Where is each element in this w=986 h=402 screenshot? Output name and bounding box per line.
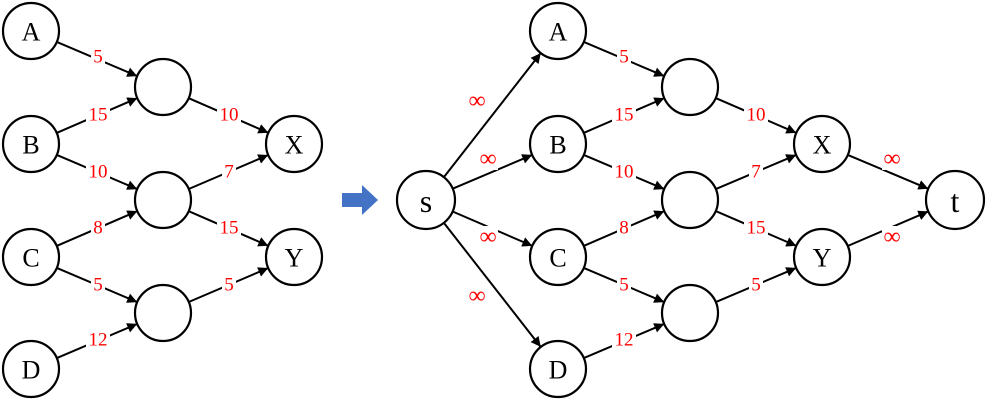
- right-graph-node-label-t: t: [951, 183, 960, 219]
- left-graph-node-d: [1, 339, 61, 399]
- right-graph-edge-weight-b-to-m2: 10: [615, 162, 634, 183]
- right-graph-edge-weight-c-to-m2: 8: [619, 218, 629, 239]
- left-graph-node-label-c: C: [22, 244, 39, 273]
- right-graph-node-m3: [660, 283, 720, 343]
- left-graph-edge-weight-m2-to-x: 7: [224, 162, 234, 183]
- right-graph-node-label-b: B: [549, 131, 566, 160]
- right-graph-edge-label-background: [744, 104, 768, 126]
- right-graph-edge-x-to-t: [847, 153, 929, 190]
- left-graph-node-m2: [133, 170, 193, 230]
- right-graph-node-label-d: D: [549, 356, 568, 385]
- right-graph-node-d: [528, 339, 588, 399]
- right-graph-edge-weight-d-to-m3: 12: [615, 330, 634, 351]
- right-graph-edge-weight-s-to-d: ∞: [468, 283, 485, 309]
- right-graph-edge-label-background: [749, 161, 763, 183]
- right-graph-edge-weight-s-to-b: ∞: [479, 146, 496, 172]
- right-graph-node-c: [528, 227, 588, 287]
- right-graph-node-x: [792, 114, 852, 174]
- left-graph-edge-label-background: [91, 46, 105, 68]
- right-graph-edge-label-background: [612, 161, 636, 183]
- right-graph-edge-weight-m2-to-x: 7: [751, 162, 761, 183]
- left-graph-edge-label-background: [91, 217, 105, 239]
- left-graph-node-m3: [133, 283, 193, 343]
- right-graph-edge-weight-s-to-c: ∞: [479, 224, 496, 250]
- right-graph-edge-weight-m2-to-y: 15: [747, 218, 766, 239]
- right-graph: ∞ ∞ ∞ ∞ 5 15 10 8 5 12 10 7 15 5 ∞ ∞ s A B C D X Yt: [395, 1, 986, 399]
- right-graph-edge-weight-b-to-m1: 15: [615, 105, 634, 126]
- right-graph-node-m2: [660, 170, 720, 230]
- left-graph-node-c: [1, 227, 61, 287]
- right-graph-node-b: [528, 114, 588, 174]
- right-graph-edge-label-background: [617, 46, 631, 68]
- right-graph-edge-s-to-d: [443, 222, 541, 347]
- right-graph-edge-label-background: [882, 226, 902, 248]
- right-arrow-icon: [342, 185, 378, 215]
- right-graph-edge-label-background: [882, 148, 902, 170]
- right-graph-edge-label-background: [467, 285, 487, 307]
- right-graph-edge-weight-m3-to-y: 5: [751, 275, 761, 296]
- left-graph-edge-label-background: [86, 161, 110, 183]
- right-graph-node-label-y: Y: [813, 244, 832, 273]
- left-graph-edges: 5 15 10 8 5 12 10 7 15 5: [56, 40, 269, 360]
- left-graph: 5 15 10 8 5 12 10 7 15 5 A B C D X Y: [1, 1, 324, 399]
- right-graph-edge-weight-s-to-a: ∞: [468, 88, 485, 114]
- left-graph-nodes: A B C D X Y: [1, 1, 324, 399]
- right-graph-edge-s-to-a: [443, 53, 541, 178]
- right-graph-node-y: [792, 227, 852, 287]
- right-graph-edge-label-background: [478, 226, 498, 248]
- right-graph-edge-weight-c-to-m3: 5: [619, 275, 629, 296]
- left-graph-edge-weight-m3-to-y: 5: [224, 275, 234, 296]
- left-graph-edge-weight-b-to-m2: 10: [89, 162, 108, 183]
- left-graph-edge-weight-m2-to-y: 15: [220, 218, 239, 239]
- left-graph-node-y: [264, 227, 324, 287]
- right-graph-edges: ∞ ∞ ∞ ∞ 5 15 10 8 5 12 10 7 15 5 ∞ ∞: [443, 40, 929, 360]
- left-graph-node-label-x: X: [285, 131, 304, 160]
- right-graph-edge-weight-y-to-t: ∞: [883, 224, 900, 250]
- left-graph-node-label-b: B: [22, 131, 39, 160]
- left-graph-node-label-a: A: [22, 18, 41, 47]
- left-graph-edge-weight-b-to-m1: 15: [89, 105, 108, 126]
- right-graph-edge-label-background: [617, 217, 631, 239]
- left-graph-node-label-y: Y: [285, 244, 304, 273]
- left-graph-edge-label-background: [222, 161, 236, 183]
- right-graph-edge-label-background: [749, 274, 763, 296]
- left-graph-edge-label-background: [217, 104, 241, 126]
- right-graph-edge-weight-m1-to-x: 10: [747, 105, 766, 126]
- left-graph-node-b: [1, 114, 61, 174]
- right-graph-edge-label-background: [612, 104, 636, 126]
- right-graph-node-label-a: A: [549, 18, 568, 47]
- left-graph-edge-weight-d-to-m3: 12: [89, 330, 108, 351]
- left-graph-node-m1: [133, 57, 193, 117]
- right-graph-edge-label-background: [467, 90, 487, 112]
- right-graph-edge-label-background: [744, 217, 768, 239]
- left-graph-edge-label-background: [91, 274, 105, 296]
- right-graph-node-a: [528, 1, 588, 61]
- left-graph-node-a: [1, 1, 61, 61]
- right-graph-node-label-c: C: [549, 244, 566, 273]
- right-graph-edge-label-background: [612, 329, 636, 351]
- left-graph-edge-label-background: [86, 104, 110, 126]
- right-graph-nodes: s A B C D X Yt: [395, 1, 986, 399]
- left-graph-edge-weight-a-to-m1: 5: [93, 47, 103, 68]
- left-graph-node-x: [264, 114, 324, 174]
- left-graph-edge-label-background: [86, 329, 110, 351]
- right-graph-node-s: [395, 169, 457, 231]
- right-graph-node-label-x: X: [813, 131, 832, 160]
- right-graph-edge-label-background: [478, 148, 498, 170]
- right-graph-edge-label-background: [617, 274, 631, 296]
- right-graph-node-label-s: s: [420, 183, 432, 219]
- right-graph-node-m1: [660, 57, 720, 117]
- left-graph-edge-label-background: [222, 274, 236, 296]
- right-graph-node-t: [924, 169, 986, 231]
- left-graph-edge-weight-c-to-m3: 5: [93, 275, 103, 296]
- right-graph-edge-weight-a-to-m1: 5: [619, 47, 629, 68]
- left-graph-node-label-d: D: [22, 356, 41, 385]
- right-graph-edge-weight-x-to-t: ∞: [883, 146, 900, 172]
- right-graph-edge-s-to-b: [452, 154, 533, 190]
- left-graph-edge-label-background: [217, 217, 241, 239]
- left-graph-edge-weight-m1-to-x: 10: [220, 105, 239, 126]
- left-graph-edge-weight-c-to-m2: 8: [93, 218, 103, 239]
